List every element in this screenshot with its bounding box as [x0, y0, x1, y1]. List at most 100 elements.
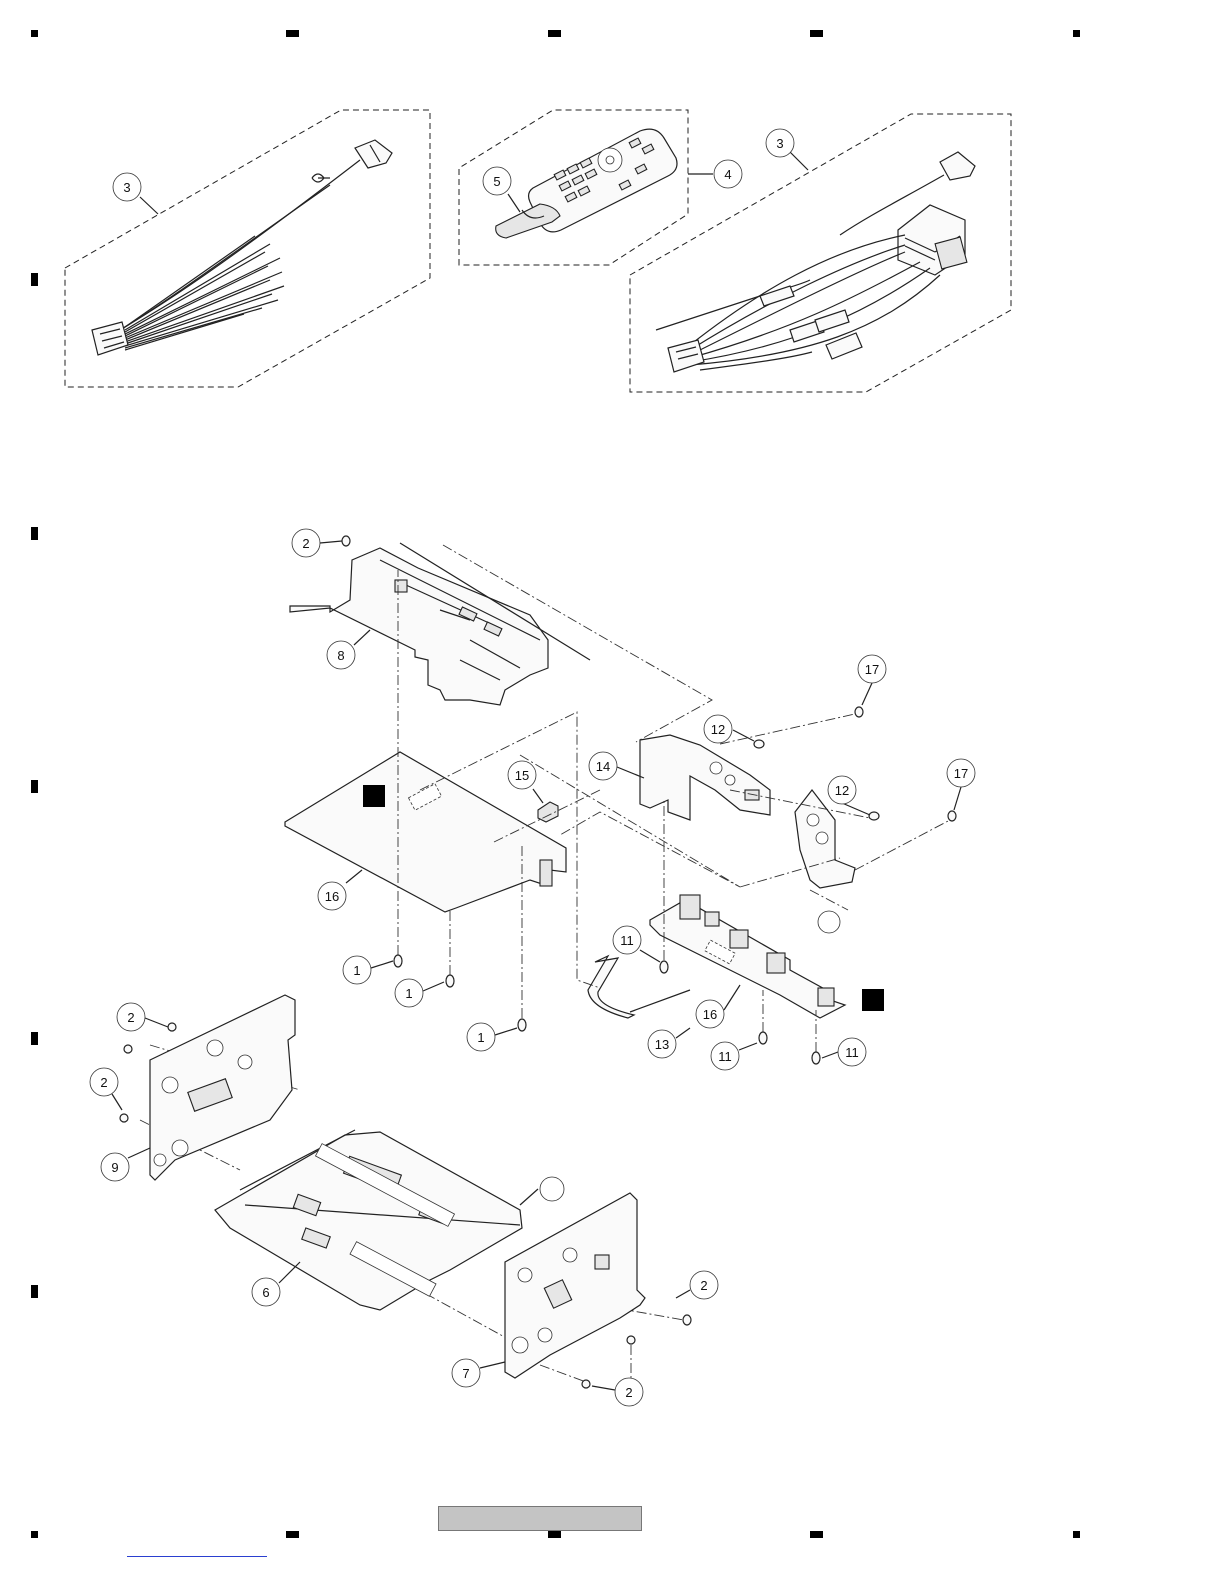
svg-text:9: 9: [111, 1160, 118, 1175]
callout-fuse: 15: [508, 761, 536, 789]
footer-link-underline[interactable]: [127, 1556, 267, 1557]
reg-mark-left-3: [31, 780, 38, 793]
svg-text:12: 12: [711, 722, 725, 737]
callout-screw-2b: 2: [90, 1068, 118, 1096]
chassis-top-icon: [290, 548, 548, 705]
plug-icon: [355, 140, 392, 168]
callout-screw-top: 2: [292, 529, 320, 557]
screw-icon: [446, 975, 454, 987]
callout-screw-2c: 2: [690, 1271, 718, 1299]
harness-left-group: [65, 110, 430, 387]
reg-mark-top-3: [548, 30, 561, 37]
bracket-group: [640, 735, 855, 888]
screw-icon: [759, 1032, 767, 1044]
svg-text:2: 2: [302, 536, 309, 551]
reference-block-icon: [862, 989, 884, 1011]
screw-icon: [394, 955, 402, 967]
svg-text:1: 1: [405, 986, 412, 1001]
svg-text:11: 11: [845, 1045, 859, 1060]
screw-icon: [855, 707, 863, 717]
harness-left-wires: [120, 160, 360, 350]
svg-text:7: 7: [462, 1366, 469, 1381]
callout-screw-17b: 17: [947, 759, 975, 787]
reg-mark-top-1: [31, 30, 38, 37]
harness-right-wires: [656, 175, 944, 370]
callout-harness-left: 3: [113, 173, 141, 201]
screw-icon: [518, 1019, 526, 1031]
callout-screw-12a: 12: [704, 715, 732, 743]
svg-text:14: 14: [596, 759, 610, 774]
callout-screw-17a: 17: [858, 655, 886, 683]
callout-bracket: 14: [589, 752, 617, 780]
screw-icon: [168, 1023, 176, 1031]
callout-screw-11c: 11: [838, 1038, 866, 1066]
callout-remote-clip: 5: [483, 167, 511, 195]
reg-mark-bottom-4: [810, 1531, 823, 1538]
plug-icon-right: [940, 152, 975, 180]
svg-text:1: 1: [353, 963, 360, 978]
callout-harness-right: 3: [766, 129, 794, 157]
side-right-group: [505, 1193, 645, 1378]
svg-text:1: 1: [477, 1030, 484, 1045]
screw-icon: [812, 1052, 820, 1064]
reg-mark-top-5: [1073, 30, 1080, 37]
reference-circle-icon: [540, 1177, 564, 1201]
svg-text:2: 2: [700, 1278, 707, 1293]
screw-icon: [120, 1114, 128, 1122]
remote-clip-icon: [496, 204, 560, 238]
svg-text:15: 15: [515, 768, 529, 783]
screw-icon: [582, 1380, 590, 1388]
svg-text:13: 13: [655, 1037, 669, 1052]
screw-icon: [754, 740, 764, 748]
callout-screw-11b: 11: [711, 1042, 739, 1070]
svg-text:11: 11: [620, 933, 634, 948]
callout-screw-1b: 1: [395, 979, 423, 1007]
callout-side-left: 9: [101, 1153, 129, 1181]
svg-text:2: 2: [127, 1010, 134, 1025]
svg-text:3: 3: [123, 180, 130, 195]
svg-text:17: 17: [865, 662, 879, 677]
harness-right-group: [630, 114, 1011, 392]
connector-icon: [92, 322, 128, 355]
flat-cable-icon: [588, 956, 634, 1018]
bracket-icon: [640, 735, 770, 820]
chassis-top-group: [290, 543, 590, 705]
ring-terminal-icon: [312, 174, 330, 182]
connector-icon-right: [668, 340, 704, 372]
reg-mark-left-4: [31, 1032, 38, 1045]
svg-text:5: 5: [493, 174, 500, 189]
callout-screw-11a: 11: [613, 926, 641, 954]
callout-screw-2d: 2: [615, 1378, 643, 1406]
callout-chassis-top: 8: [327, 641, 355, 669]
reg-mark-left-2: [31, 527, 38, 540]
screw-icon: [124, 1045, 132, 1053]
rca-jack-icon: [826, 333, 862, 359]
page-footer-bar: [438, 1506, 642, 1531]
svg-text:2: 2: [625, 1385, 632, 1400]
svg-text:2: 2: [100, 1075, 107, 1090]
rca-plug-icon: [760, 286, 794, 306]
svg-text:8: 8: [337, 648, 344, 663]
callout-screw-1a: 1: [343, 956, 371, 984]
callout-remote: 4: [714, 160, 742, 188]
svg-text:11: 11: [718, 1049, 732, 1064]
reference-circle-icon: [818, 911, 840, 933]
callout-screw-2a: 2: [117, 1003, 145, 1031]
callout-board-main: 16: [318, 882, 346, 910]
screw-icon: [627, 1336, 635, 1344]
svg-text:12: 12: [835, 783, 849, 798]
iso-connector-icon: [898, 205, 967, 275]
screw-icon: [683, 1315, 691, 1325]
svg-text:16: 16: [325, 889, 339, 904]
svg-text:4: 4: [724, 167, 731, 182]
screw-icon: [948, 811, 956, 821]
callout-screw-12b: 12: [828, 776, 856, 804]
flat-cable-group: [588, 956, 690, 1018]
reg-mark-top-2: [286, 30, 299, 37]
svg-text:3: 3: [776, 136, 783, 151]
callout-cable: 13: [648, 1030, 676, 1058]
svg-text:16: 16: [703, 1007, 717, 1022]
sub-board-group: [650, 895, 845, 1018]
reg-mark-bottom-5: [1073, 1531, 1080, 1538]
